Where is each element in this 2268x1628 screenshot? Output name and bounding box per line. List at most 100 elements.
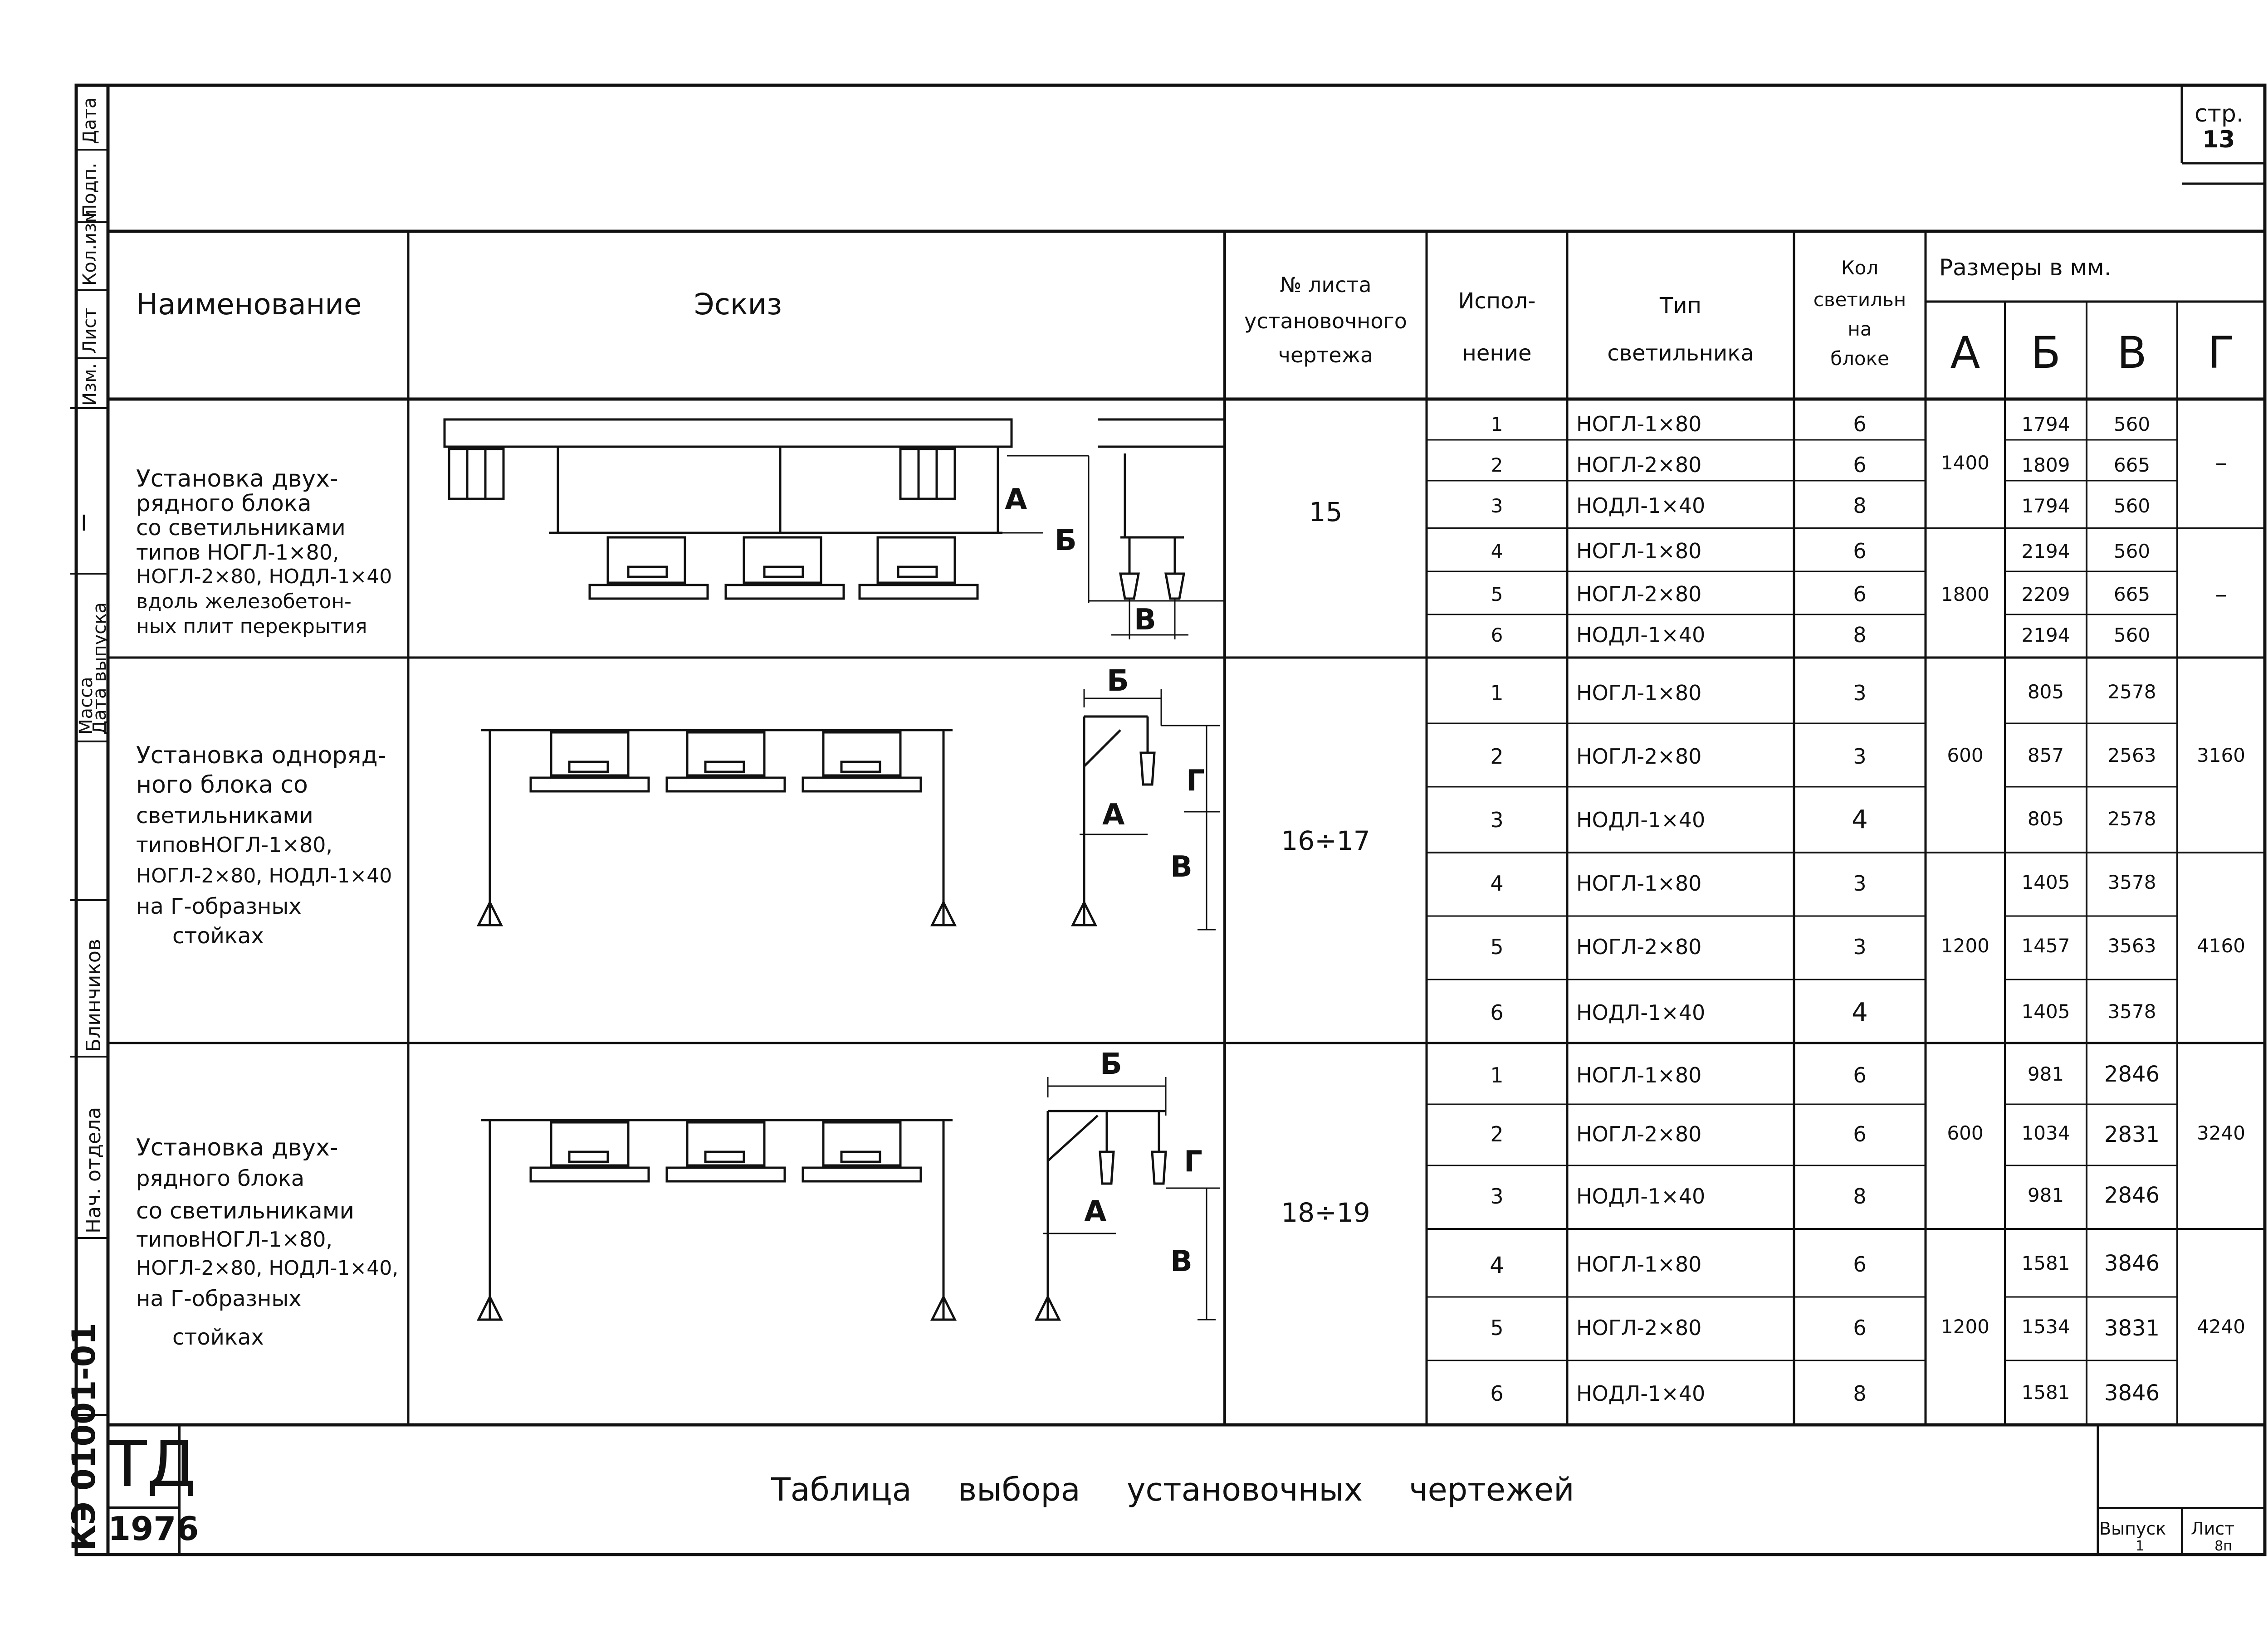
section-3-row-1-count: 6: [1853, 1063, 1867, 1087]
section-1-sketch-label-a: А: [1005, 483, 1027, 517]
header-variant-1: Испол-: [1458, 288, 1536, 314]
section-1-row-3-count: 8: [1853, 493, 1867, 518]
section-2-row-1-count: 3: [1853, 681, 1867, 705]
section-2-sketch-label-g: Г: [1186, 764, 1205, 798]
section-2-row-2-var: 2: [1490, 744, 1504, 769]
header-name: Наименование: [136, 288, 362, 322]
section-3-row-6-b: 1581: [2021, 1381, 2070, 1404]
section-3-row-3-type: НОДЛ-1×40: [1576, 1184, 1706, 1209]
section-2-row-5-v: 3563: [2107, 935, 2156, 957]
sketch-2: [476, 689, 1220, 931]
header-dims: Размеры в мм.: [1939, 254, 2112, 281]
section-2-row-1-var: 1: [1490, 681, 1504, 705]
section-2-row-4-count: 3: [1853, 871, 1867, 896]
sketch-1: [443, 418, 1225, 639]
section-1-row-3-var: 3: [1491, 495, 1503, 517]
section-1-row-6-v: 560: [2113, 624, 2151, 646]
section-2-row-6-count: 4: [1852, 998, 1868, 1027]
section-1-row-5-b: 2209: [2021, 583, 2070, 605]
section-3-row-1-v: 2846: [2104, 1062, 2160, 1087]
section-3-name-1: Установка двух-: [136, 1134, 338, 1161]
sketch-3: [476, 1077, 1220, 1321]
section-3-name-2: рядного блока: [136, 1166, 305, 1191]
section-2-row-3-count: 4: [1852, 805, 1868, 834]
page-label: стр.: [2195, 100, 2244, 127]
section-1-row-1-v: 560: [2113, 413, 2151, 435]
section-1-row-2-type: НОГЛ-2×80: [1576, 453, 1702, 477]
section-1-row-2-var: 2: [1491, 454, 1503, 476]
header-count-4: блоке: [1830, 347, 1889, 370]
section-3-sheet: 18÷19: [1281, 1197, 1370, 1228]
page-number: 13: [2202, 126, 2235, 153]
header-type-2: светильника: [1607, 341, 1754, 366]
section-2-row-4-type: НОГЛ-1×80: [1576, 871, 1702, 896]
section-1-row-6-type: НОДЛ-1×40: [1576, 623, 1706, 647]
stamp-year: 1976: [108, 1510, 199, 1548]
section-3-row-3-count: 8: [1853, 1184, 1867, 1209]
section-1-row-6-var: 6: [1491, 624, 1503, 646]
header-count-2: светильн: [1813, 288, 1906, 311]
header-sheet-no-2: установочного: [1244, 309, 1407, 333]
section-1-row-2-count: 6: [1853, 453, 1867, 477]
section-3-row-6-var: 6: [1490, 1381, 1504, 1406]
section-2-name-5: НОГЛ-2×80, НОДЛ-1×40: [136, 864, 392, 887]
section-3-row-6-v: 3846: [2104, 1380, 2160, 1406]
section-1-row-1-var: 1: [1491, 413, 1503, 435]
section-2-row-5-var: 5: [1490, 935, 1504, 959]
strip-release-date: Дата выпуска: [89, 602, 110, 735]
section-1-row-1-count: 6: [1853, 412, 1867, 436]
section-3-row-2-count: 6: [1853, 1122, 1867, 1146]
header-sketch: Эскиз: [694, 288, 782, 322]
section-2-row-1-type: НОГЛ-1×80: [1576, 681, 1702, 705]
section-3-name-5: НОГЛ-2×80, НОДЛ-1×40,: [136, 1257, 399, 1280]
section-1-name-5: НОГЛ-2×80, НОДЛ-1×40: [136, 565, 392, 588]
section-3-row-5-var: 5: [1490, 1316, 1504, 1340]
section-1-row-1-b: 1794: [2021, 413, 2070, 435]
section-1-sketch-label-v: В: [1134, 603, 1156, 637]
section-2-row-5-count: 3: [1853, 935, 1867, 959]
section-3-row-5-b: 1534: [2021, 1316, 2070, 1338]
section-3-sketch-label-v: В: [1170, 1245, 1193, 1278]
section-1-g-2: –: [2215, 581, 2227, 608]
section-2-name-7: стойках: [172, 923, 264, 949]
section-3-name-3: со светильниками: [136, 1198, 354, 1224]
section-2-sketch-label-b: Б: [1107, 664, 1129, 698]
section-2-a-2: 1200: [1941, 935, 1989, 957]
section-1-name-6: вдоль железобетон-: [136, 590, 352, 613]
section-3-row-3-b: 981: [2027, 1184, 2064, 1206]
strip-sheet: Лист: [79, 307, 100, 354]
strip-roman: I: [81, 511, 88, 536]
stamp-title: Таблица выбора установочных чертежей: [771, 1471, 1574, 1508]
section-1-row-4-v: 560: [2113, 540, 2151, 562]
section-1-sketch-label-b: Б: [1055, 524, 1077, 557]
section-2-row-6-b: 1405: [2021, 1000, 2070, 1023]
section-3-row-3-var: 3: [1490, 1184, 1504, 1209]
section-1-row-4-count: 6: [1853, 539, 1867, 563]
section-3-row-2-v: 2831: [2104, 1122, 2160, 1147]
section-2-row-4-v: 3578: [2107, 871, 2156, 893]
section-2-row-2-b: 857: [2027, 744, 2064, 766]
section-3-row-4-type: НОГЛ-1×80: [1576, 1252, 1702, 1277]
strip-change-count: Кол.изм: [79, 209, 100, 286]
section-2-name-3: светильниками: [136, 803, 313, 829]
section-2-row-2-type: НОГЛ-2×80: [1576, 744, 1702, 769]
section-3-g-1: 3240: [2197, 1122, 2245, 1144]
section-1-row-5-type: НОГЛ-2×80: [1576, 582, 1702, 606]
section-3-row-1-type: НОГЛ-1×80: [1576, 1063, 1702, 1087]
section-2-row-5-type: НОГЛ-2×80: [1576, 935, 1702, 959]
header-count-1: Кол: [1841, 257, 1879, 279]
section-1-row-6-b: 2194: [2021, 624, 2070, 646]
header-count-3: на: [1848, 318, 1872, 340]
section-2-row-2-count: 3: [1853, 744, 1867, 769]
strip-bottom-code: КЭ 01001-01: [65, 1323, 103, 1551]
section-3-row-5-type: НОГЛ-2×80: [1576, 1316, 1702, 1340]
section-2-row-5-b: 1457: [2021, 935, 2070, 957]
section-2-row-3-v: 2578: [2107, 808, 2156, 830]
header-sheet-no-3: чертежа: [1278, 343, 1374, 367]
section-2-row-4-var: 4: [1490, 871, 1504, 896]
section-2-row-3-var: 3: [1490, 808, 1504, 832]
stamp-sheet-value: 8п: [2214, 1538, 2232, 1554]
section-3-row-3-v: 2846: [2104, 1183, 2160, 1208]
